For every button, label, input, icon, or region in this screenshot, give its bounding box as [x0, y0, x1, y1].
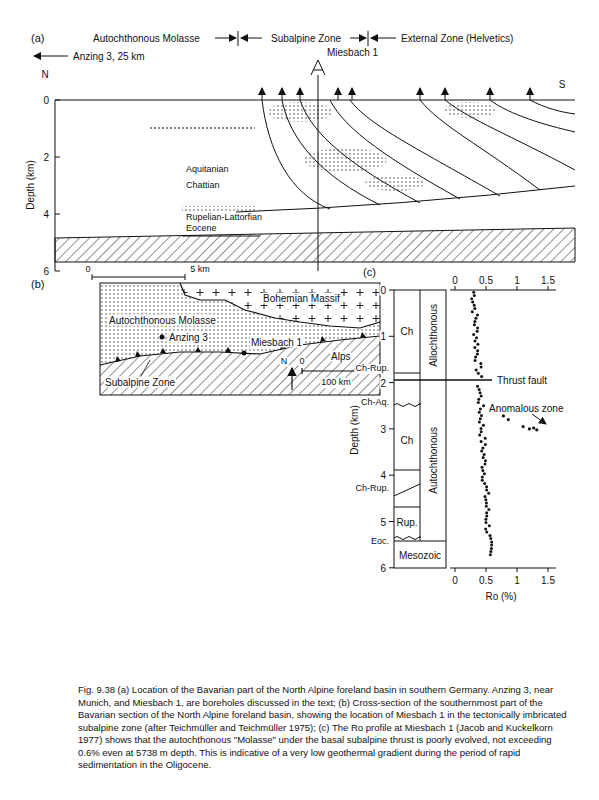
figure-caption: Fig. 9.38 (a) Location of the Bavarian p… [78, 684, 572, 772]
figure-label: 2 [379, 377, 387, 388]
figure-label: Ch-Rup. [354, 364, 390, 374]
figure-label: Miesbach 1 [250, 337, 303, 348]
figure-label: 5 [379, 516, 387, 527]
figure-label: Rupelian-Lattorfian [185, 213, 263, 223]
figure-label: 0 [451, 575, 459, 586]
figure-label: 4 [42, 209, 50, 220]
figure-label: Eocene [185, 224, 218, 234]
figure-label: Anzing 3, 25 km [72, 51, 146, 62]
figure-label: 1 [513, 575, 521, 586]
band-text: Autochthonous [428, 427, 439, 494]
figure-label: Aquitanian [185, 165, 230, 175]
figure-label: Thrust fault [496, 375, 548, 386]
figure-label: 100 km [320, 378, 352, 388]
figure-label: 2 [42, 152, 50, 163]
figure-label: Depth (km) [24, 160, 37, 209]
figure-label: (a) [30, 32, 45, 44]
figure-label: 0.5 [478, 275, 494, 286]
strata-band: Autochthonous [420, 380, 446, 540]
figure-label: External Zone (Helvetics) [400, 33, 514, 44]
figure-label: Anzing 3 [168, 332, 209, 343]
figure-label: S [558, 79, 567, 90]
band-text: Mesozoic [399, 550, 441, 561]
figure-label: 0 [42, 95, 50, 106]
strata-band: Ch [394, 290, 420, 373]
figure-label: Autochthonous Molasse [92, 33, 201, 44]
figure-label: Ro (%) [484, 591, 517, 602]
figure-label: Eoc. [370, 537, 390, 547]
figure-label: Subalpine Zone [270, 33, 342, 44]
figure-label: N [280, 357, 289, 367]
figure-label: Alps [330, 351, 351, 362]
figure-label: (c) [362, 266, 377, 278]
strata-band: Mesozoic [394, 542, 446, 567]
figure-label: 1.5 [540, 575, 556, 586]
strata-band: Allochthonous [420, 290, 446, 380]
figure-label: 5 km [189, 265, 211, 275]
figure-label: 3 [379, 423, 387, 434]
figure-label: Subalpine Zone [104, 377, 176, 388]
figure-label: 0.5 [478, 575, 494, 586]
figure-label: N [40, 69, 49, 80]
figure-label: Ch-Aq. [360, 398, 390, 408]
figure-label: 0 [298, 357, 305, 367]
figure-label: 6 [42, 266, 50, 277]
figure-label: 6 [379, 562, 387, 573]
figure-label: Autochthonous Molasse [108, 315, 217, 326]
figure-label: 0 [379, 285, 387, 296]
figure-label: 1 [513, 275, 521, 286]
band-text: Rup. [396, 517, 417, 528]
band-text: Ch [401, 326, 414, 337]
band-text: Ch [401, 435, 414, 446]
figure-label: 1.5 [540, 275, 556, 286]
figure-label: Ch-Rup. [354, 484, 390, 494]
figure-label: 0 [84, 265, 91, 275]
figure-label: (b) [30, 278, 45, 290]
figure-label: 0 [451, 275, 459, 286]
figure-label: Depth (km) [348, 405, 361, 454]
figure-label: Anomalous zone [488, 403, 565, 414]
figure-label: 1 [379, 331, 387, 342]
figure-label: Miesbach 1 [326, 47, 379, 58]
strata-band: Ch [394, 410, 420, 470]
strata-band: Rup. [394, 508, 420, 538]
figure-label: 4 [379, 470, 387, 481]
band-text: Allochthonous [428, 304, 439, 367]
figure-label: Bohemian Massif [262, 293, 341, 304]
figure-label: Chattian [185, 181, 221, 191]
